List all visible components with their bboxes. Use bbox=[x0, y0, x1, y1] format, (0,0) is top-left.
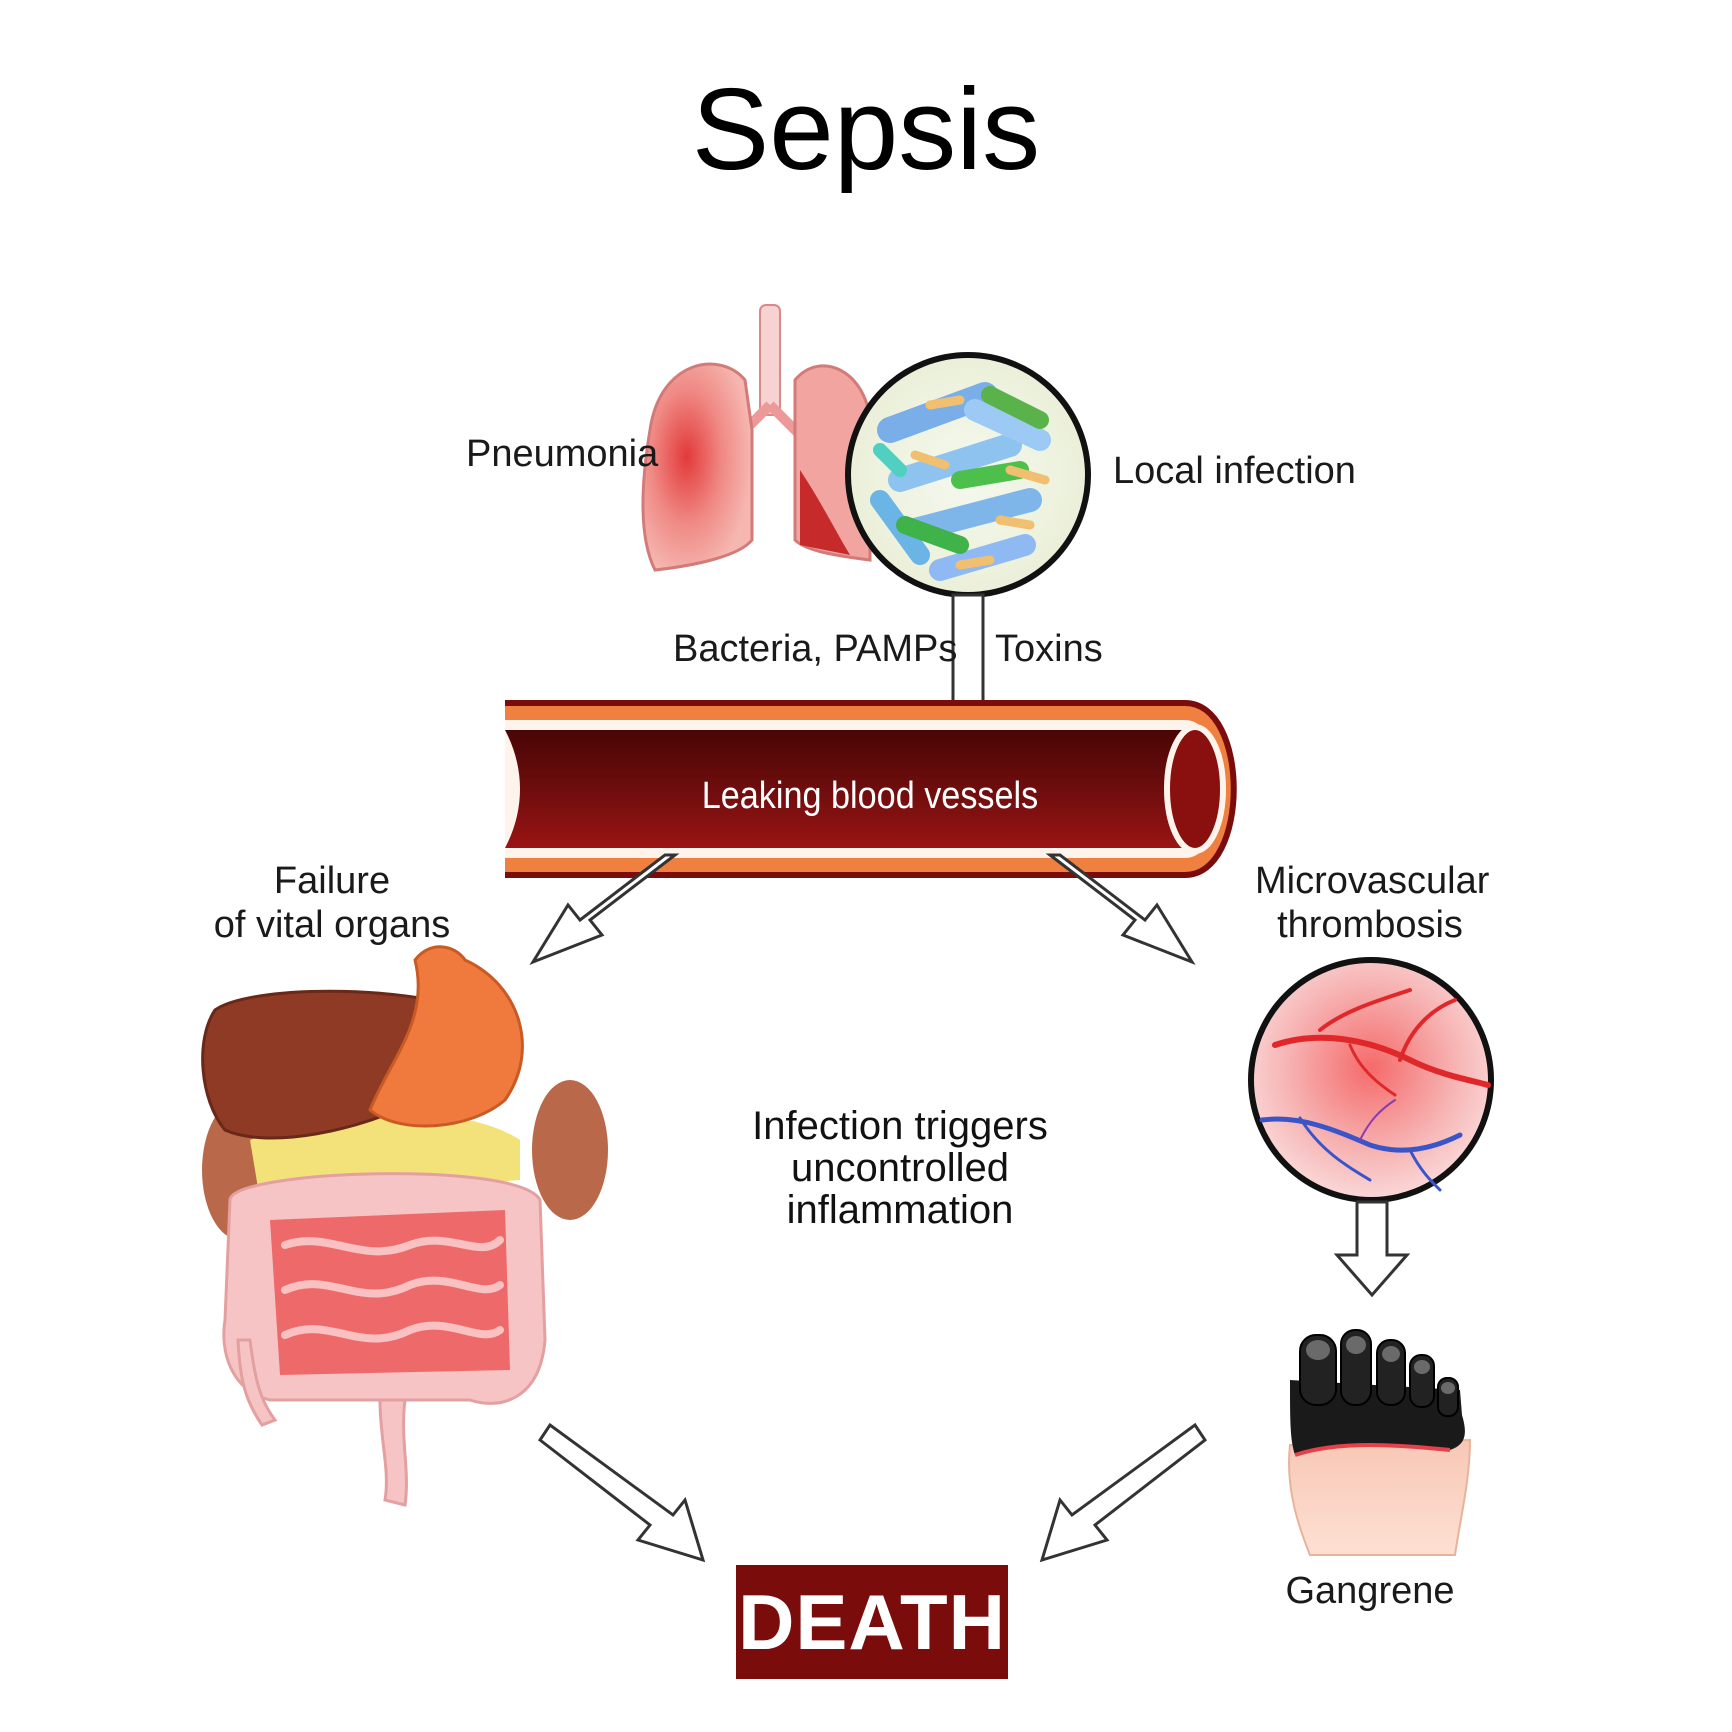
arrow-to-organs-icon bbox=[529, 853, 680, 966]
lungs-icon bbox=[641, 304, 872, 572]
pneumonia-label: Pneumonia bbox=[466, 433, 659, 475]
toxins-label: Toxins bbox=[995, 628, 1103, 670]
inflammation-caption: Infection triggers uncontrolled inflamma… bbox=[640, 1105, 1160, 1231]
gangrene-foot-icon bbox=[1288, 1329, 1472, 1556]
microvascular-label-line2: thrombosis bbox=[1277, 904, 1463, 946]
failure-label-line2: of vital organs bbox=[213, 904, 451, 946]
digestive-organs-icon bbox=[201, 945, 608, 1507]
death-badge: DEATH bbox=[736, 1565, 1008, 1679]
gangrene-label: Gangrene bbox=[1285, 1570, 1455, 1612]
leaking-vessels-label: Leaking blood vessels bbox=[701, 775, 1039, 817]
thrombosis-magnifier-icon bbox=[1248, 957, 1494, 1203]
failure-label-line1: Failure bbox=[273, 860, 391, 902]
caption-line1: Infection triggers bbox=[752, 1104, 1048, 1148]
caption-line3: inflammation bbox=[786, 1188, 1014, 1232]
caption-line2: uncontrolled bbox=[791, 1146, 1009, 1190]
microvascular-label-line1: Microvascular bbox=[1255, 860, 1490, 902]
local-infection-label: Local infection bbox=[1113, 450, 1356, 492]
arrow-organs-to-death-icon bbox=[537, 1422, 706, 1563]
bacteria-pamps-label: Bacteria, PAMPs bbox=[673, 628, 958, 670]
arrow-gangrene-to-death-icon bbox=[1039, 1422, 1208, 1563]
blood-vessel-icon bbox=[505, 700, 1237, 878]
arrow-to-thrombosis-icon bbox=[1045, 853, 1196, 966]
page-title: Sepsis bbox=[691, 64, 1041, 194]
arrow-to-gangrene-icon bbox=[1333, 1200, 1411, 1298]
bacteria-magnifier-icon bbox=[845, 352, 1091, 598]
